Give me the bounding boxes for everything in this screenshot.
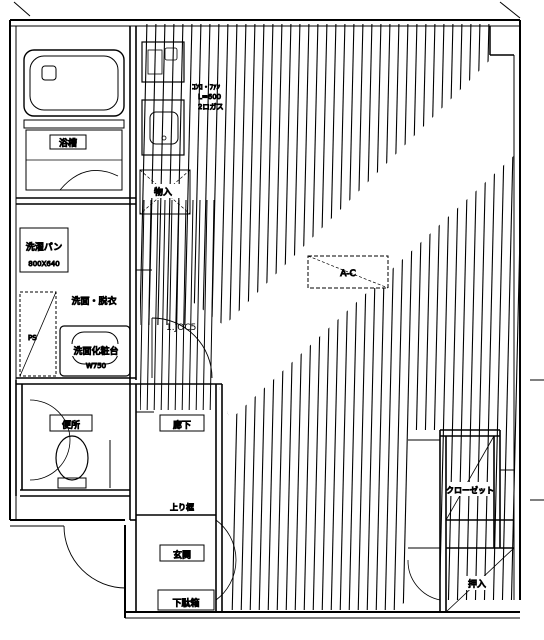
toilet-label: 便所 — [62, 419, 80, 431]
vanity-size: W750 — [86, 362, 106, 370]
hatch-line — [393, 24, 409, 610]
storage-label: 物入 — [154, 186, 172, 198]
ps-label: PS — [28, 334, 37, 342]
hatch-line — [106, 20, 120, 620]
washer-pan-size: 800X640 — [28, 260, 60, 268]
hatch-line — [140, 24, 148, 610]
hatch-line — [519, 24, 520, 610]
washroom: 洗濯パン 800X640 洗面・脱衣 PS 洗面化粧台 W750 1.JOC5 — [19, 227, 213, 379]
hatch-line — [357, 24, 373, 610]
closet2-label: 押入 — [468, 578, 486, 590]
upper-frame-label: 上り框 — [170, 502, 194, 512]
hatch-line — [366, 24, 382, 610]
washroom-label: 洗面・脱衣 — [71, 295, 116, 307]
hallway: 廊下 上り框 玄関 下駄箱 — [63, 411, 237, 611]
bathroom: 浴槽 — [23, 49, 125, 191]
hallway-label: 廊下 — [173, 419, 191, 431]
closet-label: クローゼット — [446, 485, 494, 495]
ac-unit: A-C — [307, 255, 389, 289]
shoe-box-label: 下駄箱 — [172, 597, 199, 609]
range-hood-label-1: ｺﾝﾛ・ﾌｧﾝ — [192, 83, 220, 91]
washer-pan-label: 洗濯パン — [26, 241, 62, 253]
hatch-line — [348, 24, 364, 610]
hatch-line — [209, 200, 215, 410]
hatch-line — [330, 24, 346, 610]
hatch-line — [115, 20, 129, 620]
bath-label: 浴槽 — [59, 137, 77, 149]
hatch-line — [146, 200, 152, 410]
outer-walls — [9, 1, 544, 619]
range-hood-label-2: L=600 — [198, 93, 221, 101]
entrance-label: 玄関 — [173, 549, 191, 561]
hatch-line — [411, 24, 427, 610]
range-hood-label-3: 2ロガス — [198, 102, 223, 111]
hatch-line — [375, 24, 391, 610]
hatch-line — [174, 200, 180, 410]
closets: クローゼット 押入 — [407, 435, 515, 613]
hatch-line — [168, 24, 184, 610]
interior-walls — [15, 26, 514, 612]
hatch-line — [420, 24, 436, 610]
toilet-room: 便所 — [29, 399, 111, 489]
hatch-line — [384, 24, 400, 610]
hatch-line — [153, 200, 159, 410]
hatch-line — [160, 200, 166, 410]
washroom-door-mark: 1.JOC5 — [166, 323, 196, 333]
kitchen: 物入 ｺﾝﾛ・ﾌｧﾝ L=600 2ロガス — [139, 41, 224, 215]
hatch-line — [402, 24, 418, 610]
ac-label: A-C — [340, 269, 356, 279]
hatch-line — [339, 24, 355, 610]
vanity-label: 洗面化粧台 — [73, 345, 118, 357]
hatch-line — [177, 24, 193, 610]
